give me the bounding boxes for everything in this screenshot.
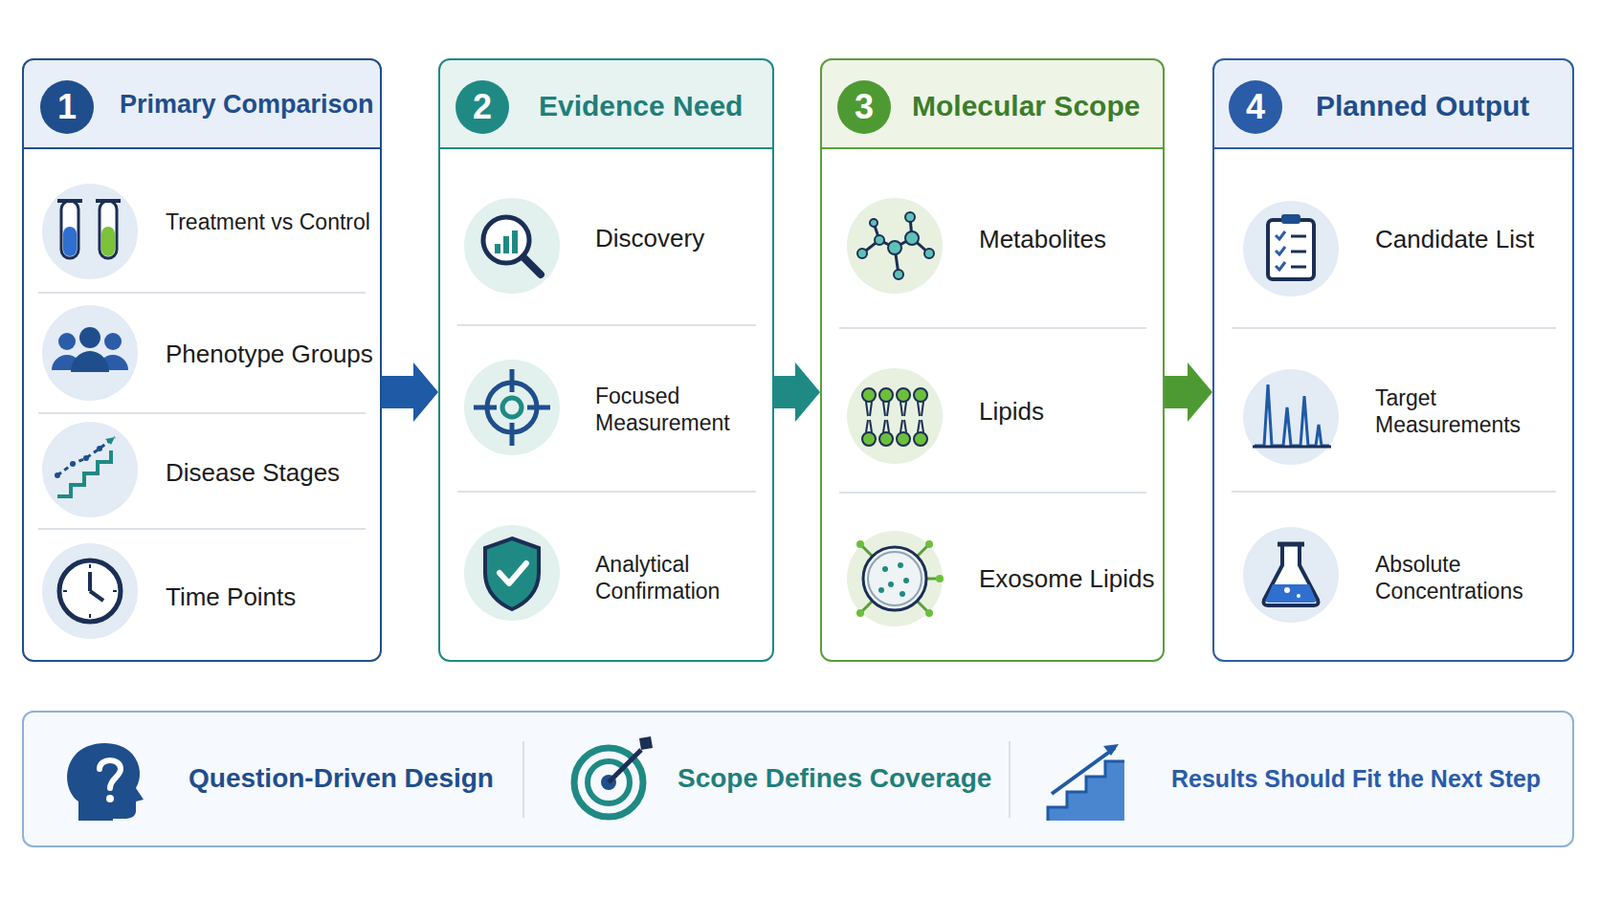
- item-label: Exosome Lipids: [978, 564, 1156, 595]
- item-label: Discovery: [595, 223, 705, 254]
- item-label: Disease Stages: [165, 458, 340, 489]
- principle-text: Results Should Fit the Next Step: [1171, 765, 1541, 794]
- list-item: Focused Measurement: [595, 327, 769, 494]
- exosome-icon: [846, 531, 944, 627]
- principle-holder: Question-Driven Design: [188, 712, 516, 846]
- clock-icon: [42, 543, 138, 640]
- row-separators: [38, 292, 1556, 819]
- principle-band: Question-Driven Design Scope Defines Cove…: [22, 711, 1575, 848]
- list-item: Time Points: [165, 531, 377, 665]
- item-label: Focused Measurement: [595, 383, 769, 437]
- title-holder: Evidence Need: [538, 60, 769, 151]
- molecule-icon: [846, 198, 943, 294]
- list-item: Lipids: [978, 330, 1159, 495]
- step-number-badge: 2: [455, 80, 510, 134]
- stairs-arrow-icon: [1047, 744, 1125, 822]
- item-label: Absolute Concentrations: [1375, 552, 1569, 605]
- panel-title: Evidence Need: [538, 89, 743, 122]
- list-item: Metabolites: [978, 150, 1159, 331]
- step-number: 2: [472, 87, 492, 128]
- panel-fills: [22, 58, 1575, 848]
- target-icon: [574, 736, 653, 818]
- step-number-badge: 3: [837, 80, 891, 134]
- list-item: Disease Stages: [165, 415, 377, 532]
- item-label: Metabolites: [978, 224, 1107, 255]
- panel-title: Planned Output: [1315, 89, 1530, 122]
- clipboard-icon: [1243, 200, 1339, 297]
- crosshair-icon: [464, 359, 560, 456]
- list-item: Absolute Concentrations: [1375, 493, 1569, 665]
- principle-holder: Results Should Fit the Next Step: [1171, 712, 1567, 846]
- step-number: 1: [57, 87, 77, 128]
- head-question-icon: [66, 743, 144, 822]
- stairs-icon: [42, 422, 138, 518]
- item-label: Analytical Confirmation: [595, 552, 769, 605]
- list-item: Exosome Lipids: [978, 494, 1159, 665]
- item-label: Treatment vs Control: [165, 209, 371, 237]
- panel-title: Primary Comparison: [119, 90, 375, 120]
- magnifier-icon: [464, 198, 560, 294]
- list-item: Treatment vs Control: [165, 150, 377, 295]
- item-label: Target Measurements: [1375, 385, 1569, 439]
- shield-icon: [464, 525, 560, 622]
- lipid-icon: [846, 368, 943, 465]
- step-panel: Planned Output 4Candidate ListTarget Meas…: [1212, 58, 1575, 663]
- step-number: 4: [1245, 87, 1266, 128]
- principle-text: Question-Driven Design: [188, 763, 494, 795]
- item-label: Candidate List: [1375, 224, 1534, 255]
- panel-title: Molecular Scope: [911, 89, 1140, 122]
- step-panel: Evidence Need 2DiscoveryFocused Measureme…: [438, 58, 775, 663]
- list-item: Discovery: [595, 150, 769, 328]
- step-number-badge: 1: [40, 80, 94, 134]
- step-number-badge: 4: [1228, 80, 1283, 134]
- test-tube-icon: [42, 183, 138, 280]
- item-label: Lipids: [978, 397, 1045, 427]
- principle-text: Scope Defines Coverage: [677, 763, 992, 795]
- flow-arrow: [774, 362, 821, 423]
- list-item: Target Measurements: [1375, 330, 1569, 494]
- item-label: Time Points: [165, 582, 296, 613]
- list-item: Analytical Confirmation: [595, 493, 769, 665]
- title-holder: Molecular Scope: [911, 60, 1159, 151]
- list-item: Phenotype Groups: [165, 294, 377, 416]
- list-item: Candidate List: [1375, 150, 1569, 331]
- flow-arrow: [1164, 362, 1213, 423]
- step-panel: Molecular Scope 3MetabolitesLipidsExosome…: [820, 58, 1165, 663]
- peaks-icon: [1243, 369, 1339, 466]
- step-panel: Primary Comparison 1Treatment vs ControlP…: [22, 58, 382, 663]
- flask-icon: [1243, 527, 1339, 623]
- title-holder: Primary Comparison: [119, 60, 377, 151]
- people-icon: [42, 305, 138, 401]
- step-number: 3: [854, 87, 874, 128]
- flow-arrow: [381, 362, 439, 423]
- title-holder: Planned Output: [1315, 60, 1569, 151]
- item-label: Phenotype Groups: [165, 339, 374, 370]
- principle-holder: Scope Defines Coverage: [677, 712, 1002, 846]
